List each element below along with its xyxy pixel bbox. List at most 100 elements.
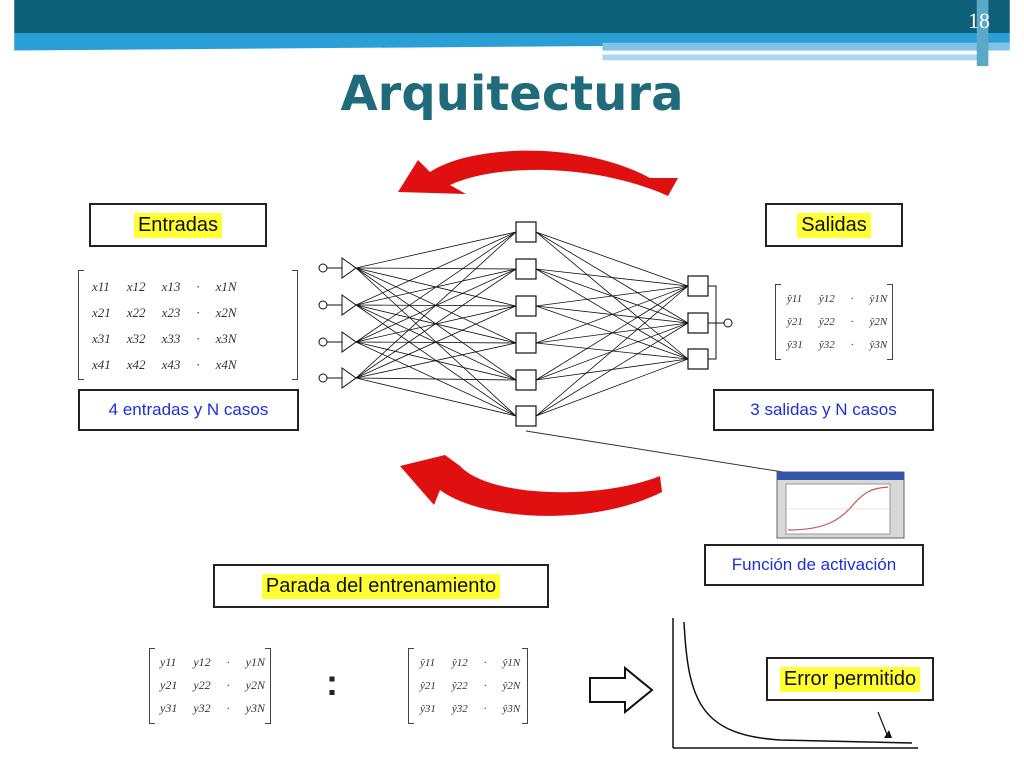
matrix-cell: x22	[126, 305, 146, 320]
entradas-label: Entradas	[133, 212, 223, 238]
matrix-cell: ŷ3N	[869, 338, 888, 351]
hidden-neuron	[515, 369, 537, 391]
hidden-neuron	[515, 295, 537, 317]
connection-line	[535, 285, 689, 417]
connection-line	[535, 285, 689, 344]
connection-line	[355, 231, 517, 343]
matrix-cell: x11	[92, 279, 110, 294]
slide-number: 18	[968, 8, 990, 33]
matrix-cell: y3N	[245, 701, 265, 715]
matrix-cell: ŷ21	[787, 315, 803, 328]
connection-line	[355, 342, 517, 379]
entradas-casos-box: 4 entradas y N casos	[78, 389, 299, 431]
red-arrow-top-icon	[398, 150, 678, 196]
matrix-cell: ŷ22	[818, 315, 835, 328]
matrix-cell: ŷ11	[787, 292, 803, 305]
bracket-right	[522, 648, 528, 724]
matrix-cell: x1N	[215, 279, 237, 294]
matrix-cell: x23	[161, 305, 181, 320]
bracket-right	[265, 648, 271, 724]
network-connections	[355, 231, 689, 417]
salidas-label: Salidas	[797, 212, 871, 238]
matrix-cell: y1N	[245, 655, 265, 669]
funcion-activacion-label: Función de activación	[731, 555, 897, 574]
matrix-cell: ŷ31	[787, 338, 803, 351]
hidden-neuron	[515, 221, 537, 243]
error-permitido-box: Error permitido	[766, 657, 934, 701]
salidas-label-box: Salidas	[765, 203, 903, 247]
connection-line	[535, 231, 689, 360]
salidas-casos-label: 3 salidas y N casos	[750, 400, 897, 419]
connection-line	[535, 231, 689, 287]
activation-function-chart	[776, 471, 905, 539]
matrix-cell: ŷ12	[451, 656, 468, 669]
connection-line	[535, 305, 689, 360]
connection-line	[535, 268, 689, 287]
input-neuron	[318, 367, 357, 389]
matrix-cell: y32	[193, 701, 211, 715]
activation-pointer	[525, 430, 809, 477]
matrix-cell: ŷ12	[818, 292, 835, 305]
output-neurons	[687, 275, 709, 370]
matrix-cell: ·	[850, 315, 854, 328]
matrix-cell: ŷ32	[818, 338, 835, 351]
matrix-cell: ŷ3N	[502, 702, 521, 715]
connection-line	[355, 231, 517, 306]
connection-line	[535, 285, 689, 307]
matrix-cell: x43	[161, 357, 181, 372]
input-neuron	[318, 294, 357, 316]
matrix-cell: ·	[850, 338, 854, 351]
bracket-left	[775, 284, 781, 360]
matrix-cell: x32	[126, 331, 146, 346]
matrix-cell: y2N	[245, 678, 265, 692]
output-neuron	[687, 312, 709, 334]
input-neuron	[318, 257, 357, 279]
matrix-cell: x31	[92, 331, 111, 346]
matrix-cell: x2N	[215, 305, 237, 320]
matrix-cell: y31	[160, 701, 178, 715]
connection-line	[535, 268, 689, 360]
matrix-cell: x4N	[215, 357, 237, 372]
input-neurons	[318, 257, 357, 389]
connection-line	[355, 231, 517, 269]
connection-line	[355, 341, 517, 344]
bracket-left	[408, 648, 414, 724]
connection-line	[355, 231, 517, 379]
salidas-casos-box: 3 salidas y N casos	[713, 389, 934, 431]
page-title: Arquitectura	[340, 66, 684, 122]
parada-box: Parada del entrenamiento	[213, 564, 549, 608]
matrix-cell: x33	[161, 331, 181, 346]
matrix-cell: ŷ22	[451, 679, 468, 692]
connection-line	[535, 285, 689, 381]
ratio-colon: :	[326, 662, 338, 703]
matrix-cell: ŷ21	[420, 679, 436, 692]
matrix-cell: x13	[161, 279, 181, 294]
connection-line	[355, 377, 517, 381]
matrix-cell: x21	[92, 305, 111, 320]
error-permitido-label: Error permitido	[779, 666, 921, 692]
matrix-cell: ŷ31	[420, 702, 436, 715]
right-arrow-icon	[589, 665, 654, 715]
matrix-cell: x12	[126, 279, 146, 294]
matrix-cell: ·	[483, 702, 487, 715]
error-curve	[672, 618, 918, 749]
hidden-neuron	[515, 405, 537, 427]
matrix-cell: ·	[226, 701, 230, 715]
input-neuron	[318, 331, 357, 353]
matrix-cell: ŷ2N	[502, 679, 521, 692]
matrix-cell: ·	[483, 679, 487, 692]
matrix-cell: y21	[160, 678, 178, 692]
matrix-cell: y11	[160, 655, 177, 669]
matrix-cell: ŷ1N	[869, 292, 888, 305]
matrix-cell: ·	[196, 357, 200, 372]
matrix-cell: x42	[126, 357, 146, 372]
